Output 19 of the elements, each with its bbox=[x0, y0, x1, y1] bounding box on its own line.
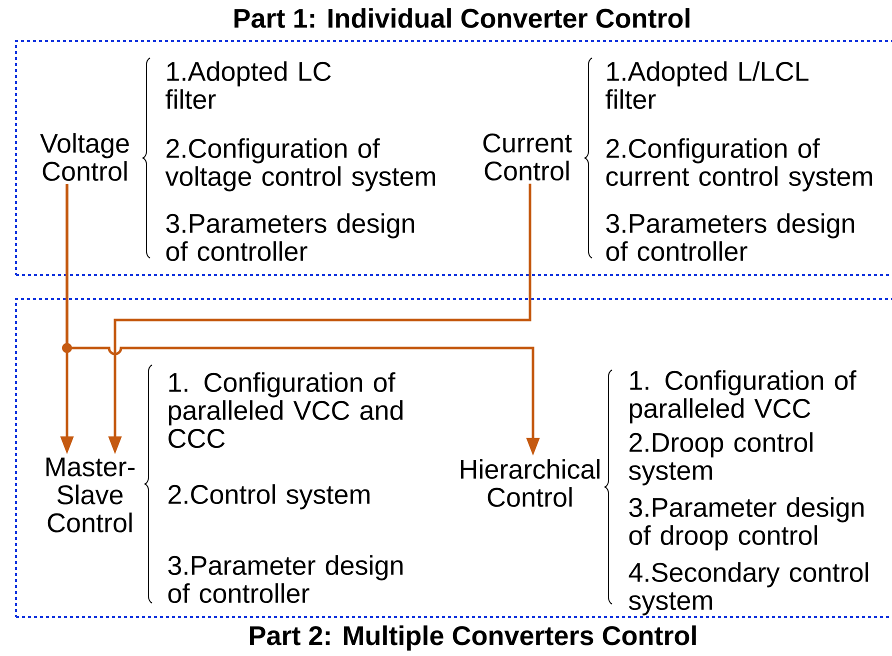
list-item: 2.Droop control system bbox=[628, 432, 812, 486]
list-item: 3.Parameter design of droop control bbox=[629, 497, 864, 550]
heading: Part 2: Multiple Converters Control bbox=[250, 625, 696, 651]
list-item: 1. Configuration of paralleled VCC and CCC bbox=[168, 372, 403, 448]
list-item: 1. Configuration of paralleled VCC bbox=[630, 370, 856, 424]
list-item: 3.Parameter design of controller bbox=[168, 555, 403, 604]
list-item: 3.Parameters design of controller bbox=[606, 213, 854, 262]
list-item: 4.Secondary control system bbox=[628, 562, 868, 616]
control-label: Master-Slave Control bbox=[46, 458, 135, 532]
list-item: 1.Adopted LC filter bbox=[166, 61, 331, 110]
control-label: Current Control bbox=[483, 133, 572, 181]
control-label: Voltage Control bbox=[40, 133, 129, 181]
list-item: 1.Adopted L/LCL filter bbox=[606, 61, 808, 110]
heading: Part 1: Individual Converter Control bbox=[234, 8, 690, 28]
list-item: 2.Control system bbox=[168, 484, 370, 510]
control-label: Hierarchical Control bbox=[460, 459, 600, 507]
list-item: 3.Parameters design of controller bbox=[166, 213, 414, 262]
list-item: 2.Configuration of current control system bbox=[606, 138, 872, 192]
list-item: 2.Configuration of voltage control system bbox=[165, 138, 435, 192]
